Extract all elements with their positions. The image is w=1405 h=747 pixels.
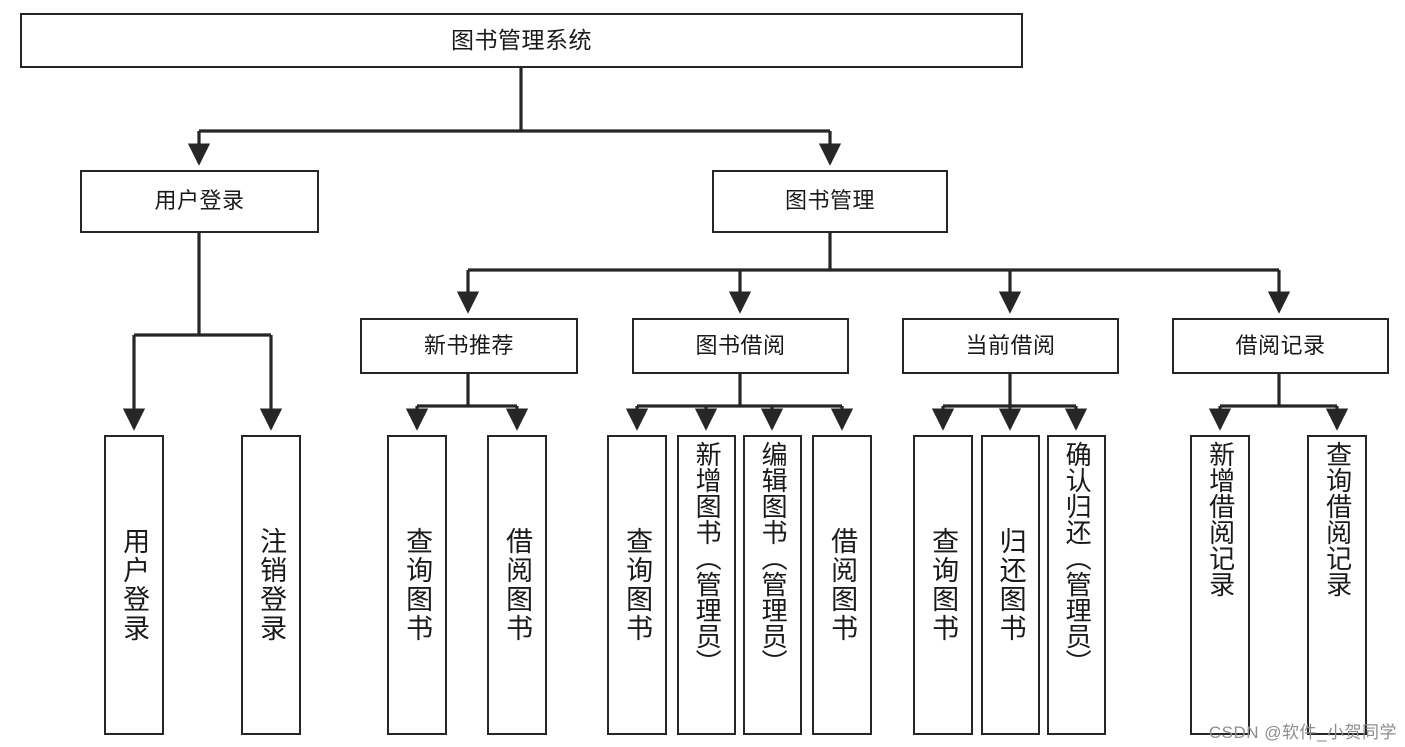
node-leaf-confirm-return[interactable]: 确认归还（管理员） <box>1047 435 1106 735</box>
node-label: 查询图书 <box>402 527 433 643</box>
node-label: 借阅记录 <box>1235 332 1326 358</box>
node-label: 查询图书 <box>928 527 959 643</box>
node-leaf-query-book-borrow[interactable]: 查询图书 <box>607 435 667 735</box>
node-label: 新书推荐 <box>423 332 514 358</box>
node-leaf-query-book-current[interactable]: 查询图书 <box>913 435 973 735</box>
node-label: 注销登录 <box>256 527 287 643</box>
node-new-book-recommend[interactable]: 新书推荐 <box>360 318 578 374</box>
node-user-login[interactable]: 用户登录 <box>80 170 319 233</box>
node-leaf-return-book[interactable]: 归还图书 <box>981 435 1040 735</box>
node-leaf-user-login[interactable]: 用户登录 <box>104 435 164 735</box>
node-current-borrow[interactable]: 当前借阅 <box>902 318 1119 374</box>
node-borrow-record[interactable]: 借阅记录 <box>1172 318 1389 374</box>
csdn-watermark: CSDN @软件_小贺同学 <box>1208 723 1397 742</box>
node-label: 确认归还（管理员） <box>1062 441 1093 675</box>
node-leaf-add-book[interactable]: 新增图书（管理员） <box>677 435 736 735</box>
node-leaf-add-borrow-record[interactable]: 新增借阅记录 <box>1190 435 1250 735</box>
node-label: 借阅图书 <box>502 527 533 643</box>
node-leaf-edit-book[interactable]: 编辑图书（管理员） <box>743 435 802 735</box>
node-label: 查询图书 <box>622 527 653 643</box>
node-leaf-borrow-book-recommend[interactable]: 借阅图书 <box>487 435 547 735</box>
node-label: 借阅图书 <box>827 527 858 643</box>
node-leaf-query-borrow-record[interactable]: 查询借阅记录 <box>1307 435 1367 735</box>
node-leaf-borrow-book[interactable]: 借阅图书 <box>812 435 872 735</box>
node-leaf-logout-login[interactable]: 注销登录 <box>241 435 301 735</box>
node-label: 新增图书（管理员） <box>692 441 723 675</box>
node-book-borrow[interactable]: 图书借阅 <box>632 318 849 374</box>
node-label: 新增借阅记录 <box>1205 441 1236 597</box>
node-label: 用户登录 <box>154 188 245 214</box>
node-label: 归还图书 <box>995 527 1026 643</box>
node-label: 编辑图书（管理员） <box>758 441 789 675</box>
node-label: 用户登录 <box>119 527 150 643</box>
node-book-management-system[interactable]: 图书管理系统 <box>20 13 1023 68</box>
node-label: 图书管理系统 <box>451 26 592 53</box>
node-leaf-query-book-recommend[interactable]: 查询图书 <box>387 435 447 735</box>
node-label: 图书借阅 <box>695 332 786 358</box>
node-book-manage[interactable]: 图书管理 <box>712 170 948 233</box>
node-label: 当前借阅 <box>965 332 1056 358</box>
node-label: 查询借阅记录 <box>1322 441 1353 597</box>
node-label: 图书管理 <box>784 188 875 214</box>
